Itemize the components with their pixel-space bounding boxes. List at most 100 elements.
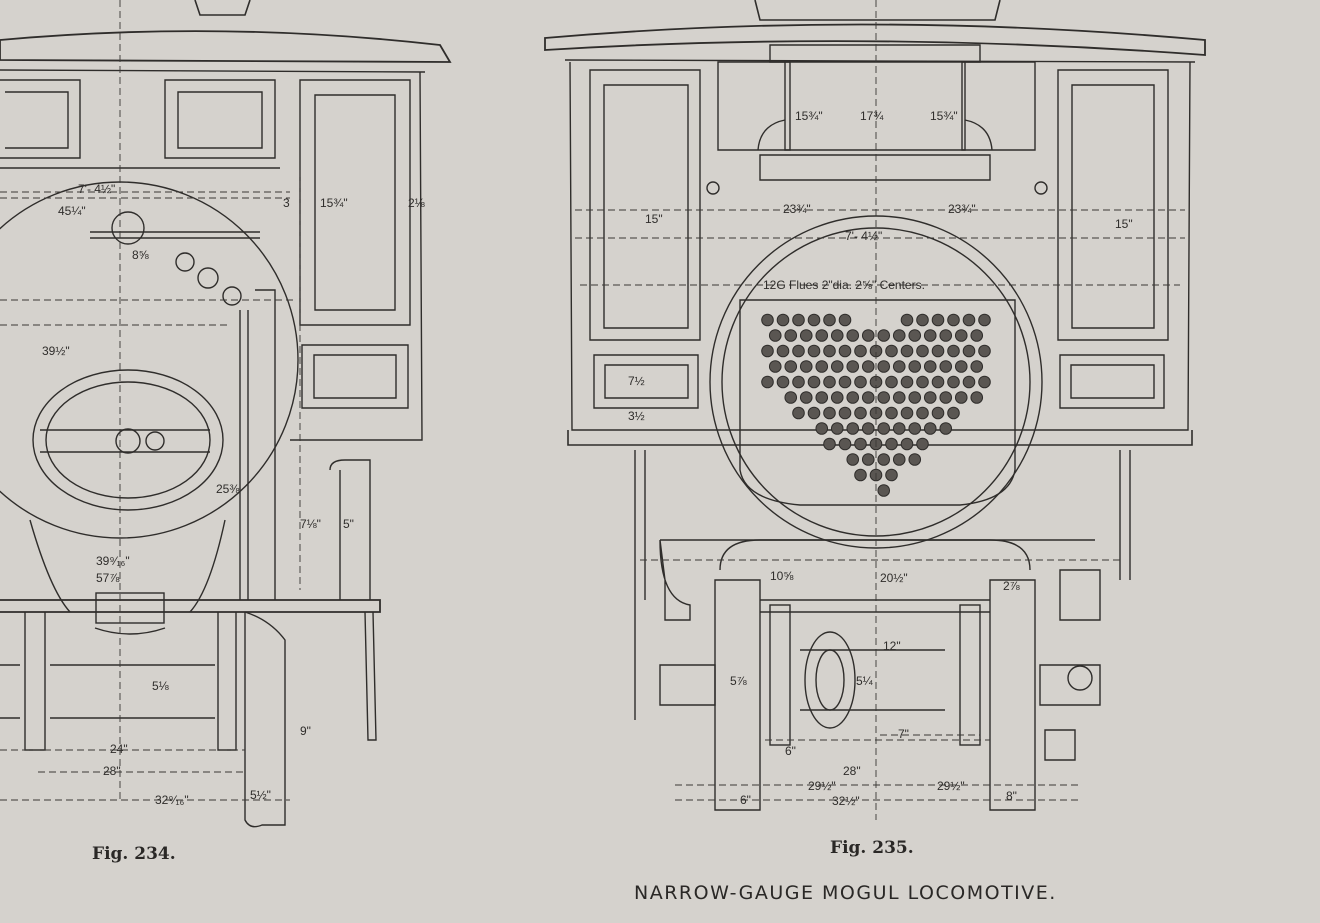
flue-hole: [807, 313, 821, 327]
flue-hole: [962, 344, 976, 358]
flue-hole: [815, 422, 829, 435]
flue-hole: [807, 375, 821, 389]
flue-hole: [846, 360, 860, 373]
flue-hole: [900, 313, 914, 327]
flue-hole: [838, 406, 852, 420]
flue-hole: [978, 375, 991, 389]
flue-hole: [923, 422, 937, 435]
flue-hole: [923, 329, 937, 342]
fig234-caption: Fig. 234.: [92, 844, 176, 864]
flue-hole: [900, 437, 914, 451]
dim: 15¾": [795, 109, 823, 123]
flue-hole: [962, 375, 976, 389]
dim: 3: [283, 196, 290, 210]
flue-hole: [923, 391, 937, 404]
flue-hole: [916, 313, 929, 327]
flue-hole: [830, 360, 844, 373]
dim: 3½: [628, 409, 645, 423]
dim: 32½": [832, 794, 860, 808]
dim: 25⅜: [216, 482, 240, 496]
dim: 29½": [937, 779, 965, 793]
flue-hole: [908, 391, 922, 404]
flue-hole: [823, 437, 836, 451]
dim: 24": [110, 742, 128, 756]
flue-hole: [854, 437, 867, 451]
flue-hole: [939, 422, 953, 435]
flue-hole: [776, 375, 790, 389]
flue-hole: [823, 344, 836, 358]
flue-hole: [861, 422, 875, 435]
flue-hole: [854, 375, 867, 389]
flue-hole: [923, 360, 937, 373]
flue-hole: [947, 344, 960, 358]
flue-hole: [799, 329, 813, 342]
dim: 57⅞: [96, 571, 120, 585]
dim: 8⅝: [132, 248, 150, 262]
flue-hole: [776, 313, 790, 327]
flue-hole: [807, 406, 821, 420]
flue-hole: [854, 468, 867, 482]
flue-hole: [892, 422, 906, 435]
flue-hole: [854, 344, 867, 358]
dim: 8": [1006, 789, 1017, 803]
dim: 28": [103, 764, 121, 778]
dim: 29½": [808, 779, 836, 793]
flue-hole: [784, 391, 798, 404]
flue-hole: [970, 391, 984, 404]
flue-hole: [846, 453, 860, 466]
flue-hole: [908, 360, 922, 373]
dim: 12G Flues 2"dia. 2⅝" Centers.: [763, 278, 925, 292]
flue-hole: [861, 391, 875, 404]
dim: 20½": [880, 571, 908, 585]
flue-hole: [892, 453, 906, 466]
dim: 45¼": [58, 204, 86, 218]
flue-hole: [846, 422, 860, 435]
flue-hole: [947, 406, 960, 420]
dim: 6": [785, 744, 796, 758]
flue-hole: [885, 437, 898, 451]
dim: 15": [645, 212, 663, 226]
flue-holes: [761, 313, 991, 497]
dim: 39⁹⁄₁₆": [96, 554, 130, 568]
dim: 7½: [628, 374, 645, 388]
dim: 9": [300, 724, 311, 738]
flue-hole: [916, 437, 929, 451]
flue-hole: [877, 329, 891, 342]
flue-hole: [877, 453, 891, 466]
flue-hole: [916, 344, 929, 358]
flue-hole: [861, 329, 875, 342]
dim: 23¾": [783, 202, 811, 216]
dim: 15": [1115, 217, 1133, 231]
dim: 5": [343, 517, 354, 531]
dim: 32⁹⁄₁₆": [155, 793, 189, 807]
flue-hole: [861, 360, 875, 373]
dim: 5⅞: [730, 674, 748, 688]
flue-hole: [846, 329, 860, 342]
flue-hole: [892, 329, 906, 342]
flue-hole: [815, 360, 829, 373]
flue-hole: [970, 360, 984, 373]
fig235-drawing: [544, 0, 1206, 811]
dim: 2⅞: [1003, 579, 1021, 593]
flue-hole: [838, 313, 852, 327]
flue-hole: [939, 391, 953, 404]
flue-hole: [854, 406, 867, 420]
flue-hole: [900, 375, 914, 389]
flue-hole: [761, 375, 774, 389]
flue-hole: [908, 453, 922, 466]
flue-hole: [931, 375, 945, 389]
flue-hole: [838, 344, 852, 358]
dim: 7⅛": [300, 517, 321, 531]
flue-hole: [761, 344, 774, 358]
flue-hole: [947, 375, 960, 389]
dim: 7": [898, 727, 909, 741]
dim: 2⅛: [408, 196, 426, 210]
flue-hole: [939, 360, 953, 373]
dim: 5⅛: [152, 679, 170, 693]
flue-hole: [947, 313, 960, 327]
flue-hole: [877, 422, 891, 435]
dim: 7'- 4½": [78, 182, 115, 196]
flue-hole: [784, 329, 798, 342]
fig235-caption: Fig. 235.: [830, 838, 914, 858]
